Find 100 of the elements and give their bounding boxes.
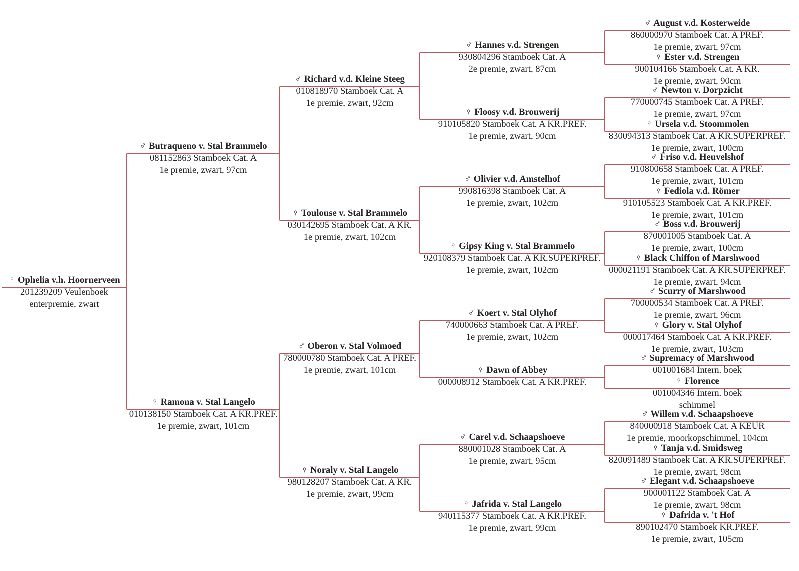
description-text: 1e premie, zwart, 101cm bbox=[156, 422, 251, 433]
registration-text: 000008912 Stamboek Cat. A KR.PREF. bbox=[437, 378, 588, 390]
description-text: 1e premie, zwart, 100cm bbox=[650, 244, 745, 254]
description-text: enterpremie, zwart bbox=[28, 300, 100, 311]
registration-text: 890102470 Stamboek KR.PREF. bbox=[635, 523, 760, 535]
horse-name: ♀ Florence bbox=[605, 377, 790, 390]
description-text: 1e premie, zwart, 102cm bbox=[465, 266, 560, 277]
description-text: 1e premie, zwart, 102cm bbox=[465, 198, 560, 210]
registration-text: 740000663 Stamboek Cat. A PREF. bbox=[444, 321, 580, 333]
horse-name: ♂ Supremacy of Marshwood bbox=[605, 354, 790, 366]
description-text: 1e premie, zwart, 97cm bbox=[652, 42, 742, 54]
horse-name: ♀ Ursela v.d. Stoommolen bbox=[605, 120, 790, 132]
registration-text: 820091489 Stamboek Cat. A KR.SUPERPREF. bbox=[608, 456, 788, 468]
registration-text: 700000534 Stamboek Cat. A PREF. bbox=[630, 299, 766, 311]
description-text: 1e premie, zwart, 101cm bbox=[650, 176, 745, 188]
horse-name: ♂ Elegant v.d. Schaapshoeve bbox=[605, 477, 790, 490]
horse-name: ♀ Gipsy King v. Stal Brammelo bbox=[420, 242, 605, 254]
description-text: 1e premie, zwart, 97cm bbox=[158, 166, 248, 177]
horse-name: ♂ Newton v. Dorpzicht bbox=[605, 86, 790, 98]
registration-text: 000017464 Stamboek Cat. A KR.PREF. bbox=[622, 333, 773, 345]
horse-name: ♀ Noraly v. Stal Langelo bbox=[280, 466, 420, 478]
pedigree-line bbox=[126, 153, 128, 288]
registration-text: 860000970 Stamboek Cat. A PREF. bbox=[630, 31, 766, 43]
registration-text: 010818970 Stamboek Cat. A bbox=[295, 87, 405, 99]
registration-text: 980128207 Stamboek Cat. A KR. bbox=[286, 478, 414, 490]
horse-name: ♂ Olivier v.d. Amstelhof bbox=[420, 175, 605, 188]
registration-text: 001004346 Intern. boek bbox=[652, 389, 744, 401]
registration-text: 920108379 Stamboek Cat. A KR.SUPERPREF. bbox=[422, 254, 602, 266]
description-text: 1e premie, zwart, 101cm bbox=[650, 210, 745, 221]
registration-text: 910105523 Stamboek Cat. A KR.PREF. bbox=[622, 199, 773, 211]
registration-text: 000021191 Stamboek Cat. A KR.SUPERPREF. bbox=[608, 266, 787, 278]
horse-name: ♂ Butraqueno v. Stal Brammelo bbox=[127, 142, 280, 154]
horse-name: ♀ Black Chiffon of Marshwood bbox=[605, 254, 790, 266]
horse-name: ♂ Scurry of Marshwood bbox=[605, 287, 790, 300]
pedigree-line bbox=[604, 298, 606, 322]
horse-name: ♂ Richard v.d. Kleine Steeg bbox=[280, 75, 420, 88]
description-text: 1e premie, zwart, 100cm bbox=[650, 144, 745, 154]
horse-name: ♀ Glory v. Stal Olyhof bbox=[605, 321, 790, 334]
horse-name: ♂ Boss v.d. Brouwerij bbox=[605, 220, 790, 232]
description-text: 1e premie, zwart, 92cm bbox=[305, 98, 395, 110]
registration-text: 030142695 Stamboek Cat. A KR. bbox=[286, 221, 414, 233]
horse-name: ♀ Ester v.d. Strengen bbox=[605, 53, 790, 66]
horse-name: ♂ Koert v. Stal Olyhof bbox=[420, 309, 605, 322]
horse-name: ♀ Fediola v.d. Römer bbox=[605, 187, 790, 200]
registration-text: 770000745 Stamboek Cat. A PREF. bbox=[630, 98, 766, 110]
description-text: 1e premie, moorkopschimmel, 104cm bbox=[626, 434, 770, 444]
description-text: 1e premie, zwart, 102cm bbox=[302, 232, 398, 244]
registration-text: 900001122 Stamboek Cat. A bbox=[642, 489, 752, 501]
horse-name: ♂ Hannes v.d. Strengen bbox=[420, 41, 605, 54]
registration-text: 830094313 Stamboek Cat. A KR.SUPERPREF. bbox=[608, 132, 788, 144]
description-text: 1e premie, zwart, 95cm bbox=[468, 456, 558, 468]
description-text: 1e premie, zwart, 102cm bbox=[465, 332, 560, 344]
horse-name: ♀ Tanja v.d. Smidsweg bbox=[605, 444, 790, 456]
horse-name: ♀ Floosy v.d. Brouwerij bbox=[420, 108, 605, 120]
horse-name: ♀ Toulouse v. Stal Brammelo bbox=[280, 209, 420, 222]
description-text: 1e premie, zwart, 98cm bbox=[652, 500, 742, 512]
registration-text: 930804296 Stamboek Cat. A bbox=[458, 53, 568, 65]
horse-name: ♀ Ramona v. Stal Langelo bbox=[127, 398, 280, 410]
registration-text: 880001028 Stamboek Cat. A bbox=[458, 445, 568, 457]
description-text: 1e premie, zwart, 94cm bbox=[652, 278, 742, 288]
description-text: 2e premie, zwart, 87cm bbox=[468, 64, 558, 76]
horse-name: ♂ Willem v.d. Schaapshoeve bbox=[605, 410, 790, 422]
horse-name: ♂ Carel v.d. Schaapshoeve bbox=[420, 433, 605, 446]
horse-name: ♀ Dawn of Abbey bbox=[420, 366, 605, 378]
registration-text: 001001684 Intern. boek bbox=[652, 366, 744, 378]
description-text: 1e premie, zwart, 105cm bbox=[650, 534, 745, 546]
description-text: 1e premie, zwart, 96cm bbox=[652, 310, 742, 322]
description-text: 1e premie, zwart, 97cm bbox=[652, 110, 742, 120]
registration-text: 900104166 Stamboek Cat. A KR. bbox=[634, 65, 761, 77]
pedigree-line bbox=[604, 253, 606, 266]
description-text: 1e premie, zwart, 99cm bbox=[305, 490, 395, 501]
pedigree-line bbox=[604, 119, 606, 132]
horse-name: ♀ Ophelia v.h. Hoornerveen bbox=[2, 276, 127, 288]
registration-text: 870001005 Stamboek Cat. A bbox=[642, 232, 752, 244]
pedigree-line bbox=[604, 377, 606, 390]
horse-name: ♀ Dafrida v. 't Hof bbox=[605, 511, 790, 524]
horse-name: ♂ Friso v.d. Heuvelshof bbox=[605, 153, 790, 166]
horse-name: ♀ Jafrida v. Stal Langelo bbox=[420, 500, 605, 512]
horse-name: ♂ August v.d. Kosterweide bbox=[605, 19, 790, 32]
registration-text: 940115377 Stamboek Cat. A KR.PREF. bbox=[438, 512, 588, 524]
horse-name: ♂ Oberon v. Stal Volmoed bbox=[280, 342, 420, 354]
registration-text: 201239209 Veulenboek bbox=[20, 288, 110, 300]
description-text: schimmel bbox=[679, 400, 716, 411]
description-text: 1e premie, zwart, 103cm bbox=[651, 344, 744, 355]
description-text: 1e premie, zwart, 99cm bbox=[468, 524, 558, 535]
pedigree-line bbox=[604, 30, 606, 54]
description-text: 1e premie, zwart, 98cm bbox=[654, 468, 742, 478]
description-text: 1e premie, zwart, 101cm bbox=[302, 366, 398, 377]
pedigree-line bbox=[604, 164, 606, 188]
registration-text: 910105820 Stamboek Cat. A KR.PREF. bbox=[437, 120, 588, 132]
pedigree-line bbox=[604, 52, 606, 66]
registration-text: 990816398 Stamboek Cat. A bbox=[458, 187, 568, 199]
registration-text: 081152863 Stamboek Cat. A bbox=[148, 154, 258, 166]
registration-text: 010138150 Stamboek Cat. A KR.PREF. bbox=[128, 410, 279, 422]
pedigree-line bbox=[604, 511, 606, 524]
pedigree-line bbox=[604, 365, 606, 378]
pedigree-line bbox=[604, 488, 606, 512]
pedigree-line bbox=[126, 287, 128, 410]
registration-text: 910800658 Stamboek Cat. A PREF. bbox=[630, 165, 766, 177]
pedigree-line bbox=[604, 231, 606, 254]
